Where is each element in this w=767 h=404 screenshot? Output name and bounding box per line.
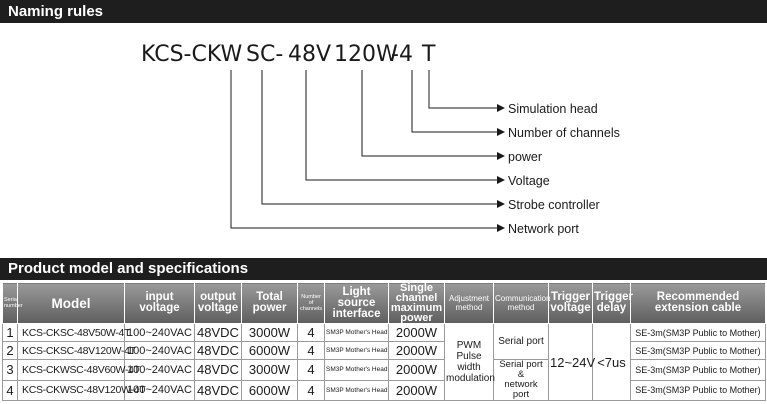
cell-total-power: 6000W	[241, 341, 298, 360]
cell-light-source: SM3P Mother's Head	[324, 379, 389, 401]
legend-simulation-head: Simulation head	[508, 102, 598, 116]
cell-channels: 4	[297, 341, 325, 360]
cell-channels: 4	[297, 379, 325, 401]
table-row: 3 KCS-CKWSC-48V60W-4T 100~240VAC 48VDC 3…	[2, 359, 766, 401]
cell-trigger-delay: <7us	[592, 323, 631, 401]
cell-single-channel-power: 2000W	[388, 341, 445, 360]
cell-total-power: 3000W	[241, 359, 298, 381]
col-model: Model	[17, 282, 125, 324]
adjustment-pwm: PWM	[456, 340, 482, 351]
cell-serial: 4	[2, 379, 18, 401]
cell-output-voltage: 48VDC	[194, 359, 242, 381]
connector-power	[361, 70, 505, 160]
cell-model: KCS-CKWSC-48V120W-4T	[17, 379, 146, 401]
cell-output-voltage: 48VDC	[194, 379, 242, 401]
table-header-row: Serial number Model input voltage output…	[2, 282, 766, 324]
cell-cable: SE-3m(SM3P Public to Mother)	[630, 323, 766, 342]
cell-model: KCS-CKWSC-48V60W-4T	[17, 359, 140, 381]
col-adjustment-method: Adjustment method	[444, 282, 494, 324]
cell-channels: 4	[297, 359, 325, 381]
code-part-power: 120W	[334, 42, 398, 67]
cell-serial: 1	[2, 323, 18, 342]
code-part-channels: -4	[391, 42, 413, 67]
cell-input-voltage: 100~240VAC	[124, 341, 195, 360]
col-trigger-voltage: Trigger voltage	[548, 282, 593, 324]
product-spec-table: Serial number Model input voltage output…	[2, 282, 766, 401]
connector-network-port	[230, 70, 505, 232]
connector-strobe-controller	[261, 70, 505, 208]
cell-model: KCS-CKSC-48V120W-4T	[17, 341, 136, 360]
adjustment-pulse-width: Pulse width	[456, 351, 482, 373]
legend-number-of-channels: Number of channels	[508, 126, 620, 140]
connector-simulation-head	[428, 70, 505, 112]
cell-light-source: SM3P Mother's Head	[324, 323, 389, 342]
legend-power: power	[508, 150, 543, 164]
cell-total-power: 3000W	[241, 323, 298, 342]
col-trigger-delay: Trigger delay	[592, 282, 633, 324]
code-part-simulation-head: T	[422, 42, 436, 67]
cell-communication-serial-network: Serial port & network port	[493, 359, 549, 401]
col-communication-method: Communication method	[493, 282, 551, 324]
cell-input-voltage: 100~240VAC	[124, 379, 195, 401]
cell-channels: 4	[297, 323, 325, 342]
legend-strobe-controller: Strobe controller	[508, 198, 600, 212]
col-number-of-channels: Number of channels	[297, 282, 325, 324]
cell-cable: SE-3m(SM3P Public to Mother)	[630, 341, 766, 360]
adjustment-modulation: modulation	[446, 373, 495, 384]
connector-voltage	[305, 70, 505, 184]
product-spec-header: Product model and specifications	[0, 258, 767, 280]
connector-channels	[411, 70, 505, 136]
col-single-channel-max-power: Single channel maximum power	[388, 282, 445, 324]
code-part-voltage: 48V	[288, 42, 332, 67]
cell-single-channel-power: 2000W	[388, 379, 445, 401]
cell-trigger-voltage: 12~24V	[548, 323, 595, 401]
col-total-power: Total power	[241, 282, 298, 324]
col-output-voltage: output voltage	[194, 282, 242, 324]
cell-light-source: SM3P Mother's Head	[324, 341, 389, 360]
code-part-network-port: KCS-CKW	[141, 42, 243, 67]
legend-network-port: Network port	[508, 222, 579, 236]
cell-output-voltage: 48VDC	[194, 341, 242, 360]
cell-input-voltage: 100~240VAC	[124, 323, 195, 342]
legend-voltage: Voltage	[508, 174, 550, 188]
cell-light-source: SM3P Mother's Head	[324, 359, 389, 381]
communication-ampersand: &	[517, 369, 525, 380]
cell-output-voltage: 48VDC	[194, 323, 242, 342]
cell-serial: 3	[2, 359, 18, 381]
communication-serial-port: Serial port	[499, 359, 543, 370]
cell-adjustment-method: PWM Pulse width modulation	[444, 323, 495, 401]
cell-single-channel-power: 2000W	[388, 359, 445, 381]
cell-cable: SE-3m(SM3P Public to Mother)	[630, 379, 766, 401]
col-input-voltage: input voltage	[124, 282, 195, 324]
cell-total-power: 6000W	[241, 379, 298, 401]
table-row: 1 KCS-CKSC-48V50W-4T 100~240VAC 48VDC 30…	[2, 323, 766, 401]
table-row: 4 KCS-CKWSC-48V120W-4T 100~240VAC 48VDC …	[2, 379, 766, 401]
cell-serial: 2	[2, 341, 18, 360]
naming-rules-header: Naming rules	[0, 0, 767, 23]
code-part-strobe-controller: SC-	[246, 42, 284, 67]
cell-input-voltage: 100~240VAC	[124, 359, 195, 381]
naming-connector-diagram	[230, 70, 505, 232]
col-light-source-interface: Light source interface	[324, 282, 389, 324]
cell-cable: SE-3m(SM3P Public to Mother)	[630, 359, 766, 381]
cell-single-channel-power: 2000W	[388, 323, 445, 342]
communication-network-port: network port	[504, 379, 538, 400]
cell-communication-serial: Serial port	[493, 323, 549, 360]
cell-model: KCS-CKSC-48V50W-4T	[17, 323, 131, 342]
table-row: 2 KCS-CKSC-48V120W-4T 100~240VAC 48VDC 6…	[2, 341, 766, 360]
col-serial-number: Serial number	[2, 282, 23, 324]
col-recommended-extension-cable: Recommended extension cable	[630, 282, 766, 324]
